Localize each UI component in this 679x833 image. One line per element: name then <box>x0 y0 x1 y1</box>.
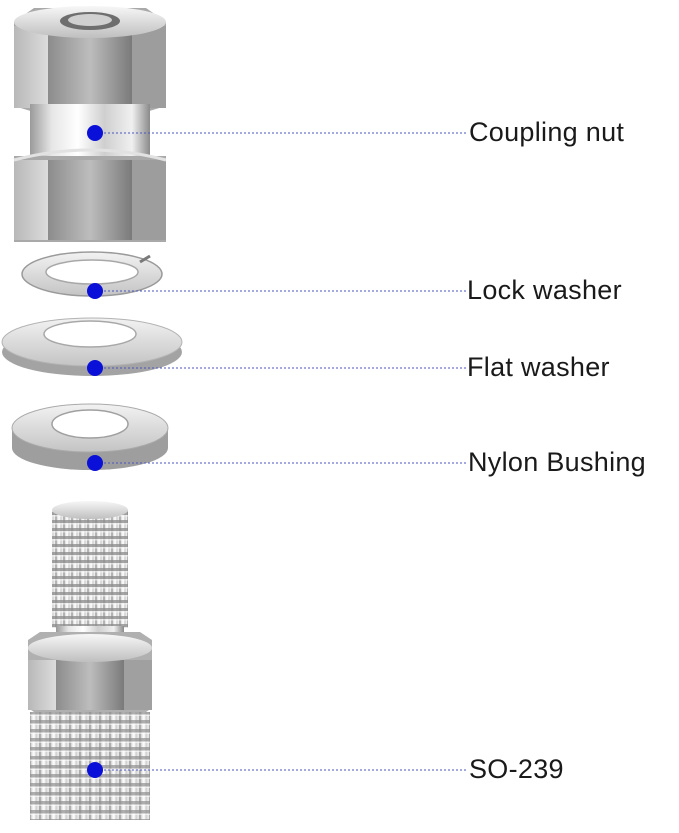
callout-lock-washer <box>87 283 466 299</box>
callout-so239 <box>87 762 466 778</box>
label-lock-washer: Lock washer <box>467 275 622 305</box>
marker-dot <box>87 125 103 141</box>
lock-washer-icon <box>21 251 163 297</box>
so239-connector-icon <box>28 501 152 820</box>
marker-dot <box>87 455 103 471</box>
nylon-bushing-icon <box>11 403 169 470</box>
marker-dot <box>87 762 103 778</box>
callout-nylon-bushing <box>87 455 466 471</box>
callout-flat-washer <box>87 360 466 376</box>
label-flat-washer: Flat washer <box>467 352 610 382</box>
label-nylon-bushing: Nylon Bushing <box>468 447 647 477</box>
flat-washer-icon <box>1 317 183 376</box>
coupling-nut-icon <box>13 6 167 242</box>
callout-coupling-nut <box>87 125 466 141</box>
label-so239: SO-239 <box>469 754 564 784</box>
marker-dot <box>87 283 103 299</box>
label-coupling-nut: Coupling nut <box>469 117 625 147</box>
marker-dot <box>87 360 103 376</box>
